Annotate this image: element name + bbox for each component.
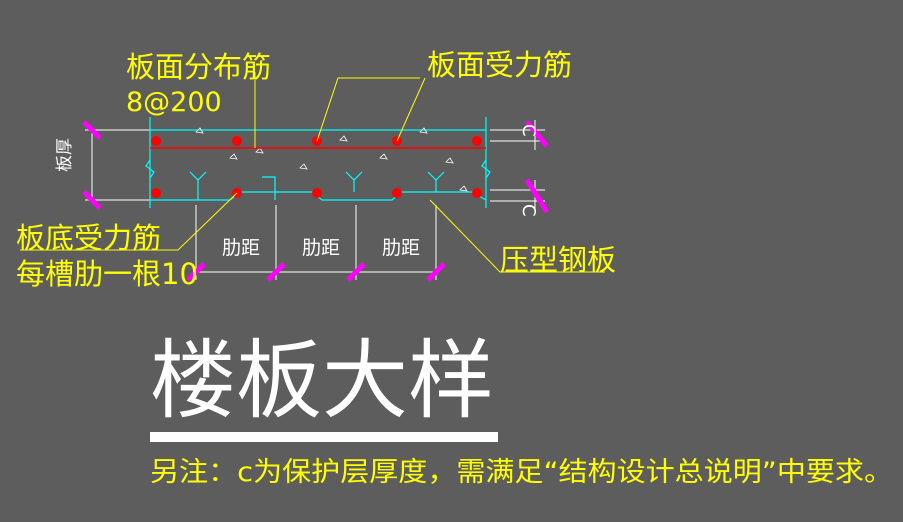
tick [266, 262, 286, 282]
title-underline [150, 432, 498, 442]
steel-deck-profile [150, 191, 487, 201]
label-rib-spacing: 肋距 [222, 237, 260, 259]
label-rib-spacing: 肋距 [302, 237, 340, 259]
label-top-distribution-bar: 板面分布筋 [126, 50, 271, 84]
drawing-title: 楼板大样 [150, 331, 494, 431]
leader-lines [20, 72, 605, 273]
bottom-rebar [472, 188, 482, 198]
tick [525, 120, 549, 148]
bottom-rebar [312, 188, 322, 198]
design-note: 另注：c为保护层厚度，需满足“结构设计总说明”中要求。 [150, 457, 893, 488]
tick [186, 262, 206, 282]
tick [524, 178, 550, 214]
top-rebar [472, 136, 482, 146]
tick [426, 262, 446, 282]
slab-section [145, 117, 491, 208]
label-steel-deck: 压型钢板 [500, 243, 616, 277]
label-slab-thickness: 板厚 [55, 138, 75, 172]
label-bottom-main-spec: 每槽肋一根10 [16, 257, 198, 291]
label-cover-top: C [518, 124, 539, 137]
tick [82, 120, 102, 140]
top-rebar [151, 136, 161, 146]
label-top-main-bar: 板面受力筋 [427, 48, 572, 82]
top-rebar [232, 136, 242, 146]
label-bottom-main-bar: 板底受力筋 [16, 221, 161, 255]
label-rib-spacing: 肋距 [382, 237, 420, 259]
rebar-dots [151, 136, 482, 198]
label-top-distribution-spec: 8@200 [126, 87, 222, 118]
dimension-ticks [82, 120, 550, 282]
bottom-rebar [151, 188, 161, 198]
tick [82, 190, 102, 210]
tick [346, 262, 366, 282]
bottom-rebar [392, 188, 402, 198]
label-cover-bottom: C [518, 204, 539, 217]
concrete-aggregate [195, 127, 468, 192]
